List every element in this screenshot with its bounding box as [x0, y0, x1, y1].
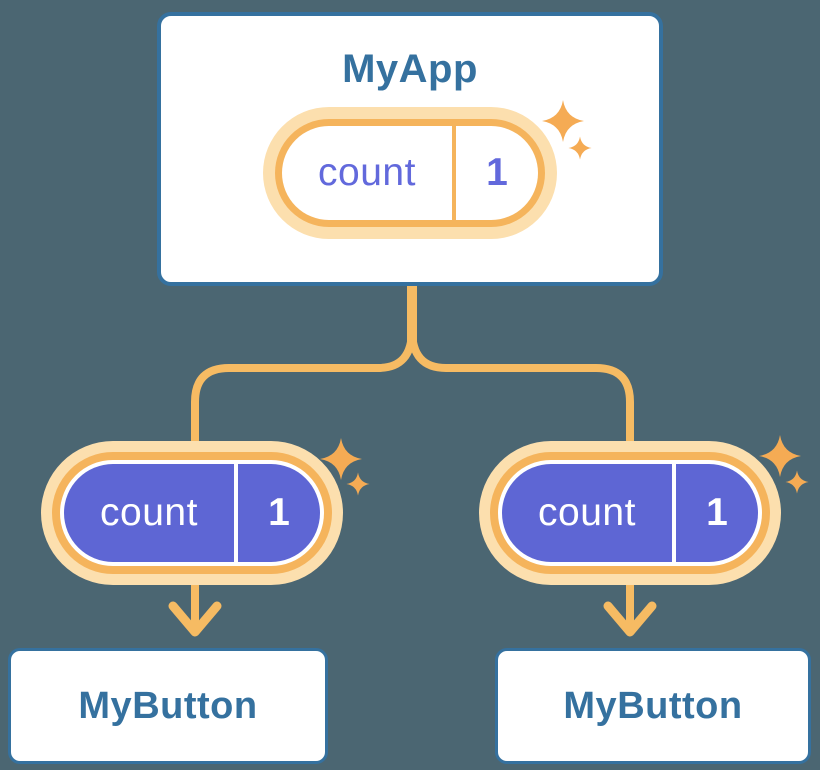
prop-name-label: count	[100, 491, 198, 534]
state-name-label: count	[318, 151, 416, 194]
arrow-down-icon	[603, 601, 657, 637]
sparkle-icon	[759, 435, 801, 477]
component-title: MyButton	[78, 684, 258, 727]
component-title: MyApp	[342, 47, 478, 91]
sparkle-icon	[785, 470, 809, 494]
arrow-down-icon	[168, 601, 222, 637]
state-pill-myapp: count 1	[282, 126, 538, 220]
component-card-mybutton-right: MyButton	[495, 648, 811, 764]
prop-value-label: 1	[706, 491, 728, 534]
state-value-label: 1	[486, 151, 508, 194]
pill-divider	[234, 464, 238, 562]
pill-divider	[452, 126, 456, 220]
component-card-mybutton-left: MyButton	[8, 648, 328, 764]
pill-divider	[672, 464, 676, 562]
prop-pill-left: count 1	[64, 464, 320, 562]
sparkle-icon	[320, 438, 362, 480]
prop-name-label: count	[538, 491, 636, 534]
sparkle-icon	[346, 472, 370, 496]
component-card-myapp: MyApp count 1	[157, 12, 663, 286]
prop-value-label: 1	[268, 491, 290, 534]
prop-pill-right: count 1	[502, 464, 758, 562]
component-title: MyButton	[563, 684, 743, 727]
